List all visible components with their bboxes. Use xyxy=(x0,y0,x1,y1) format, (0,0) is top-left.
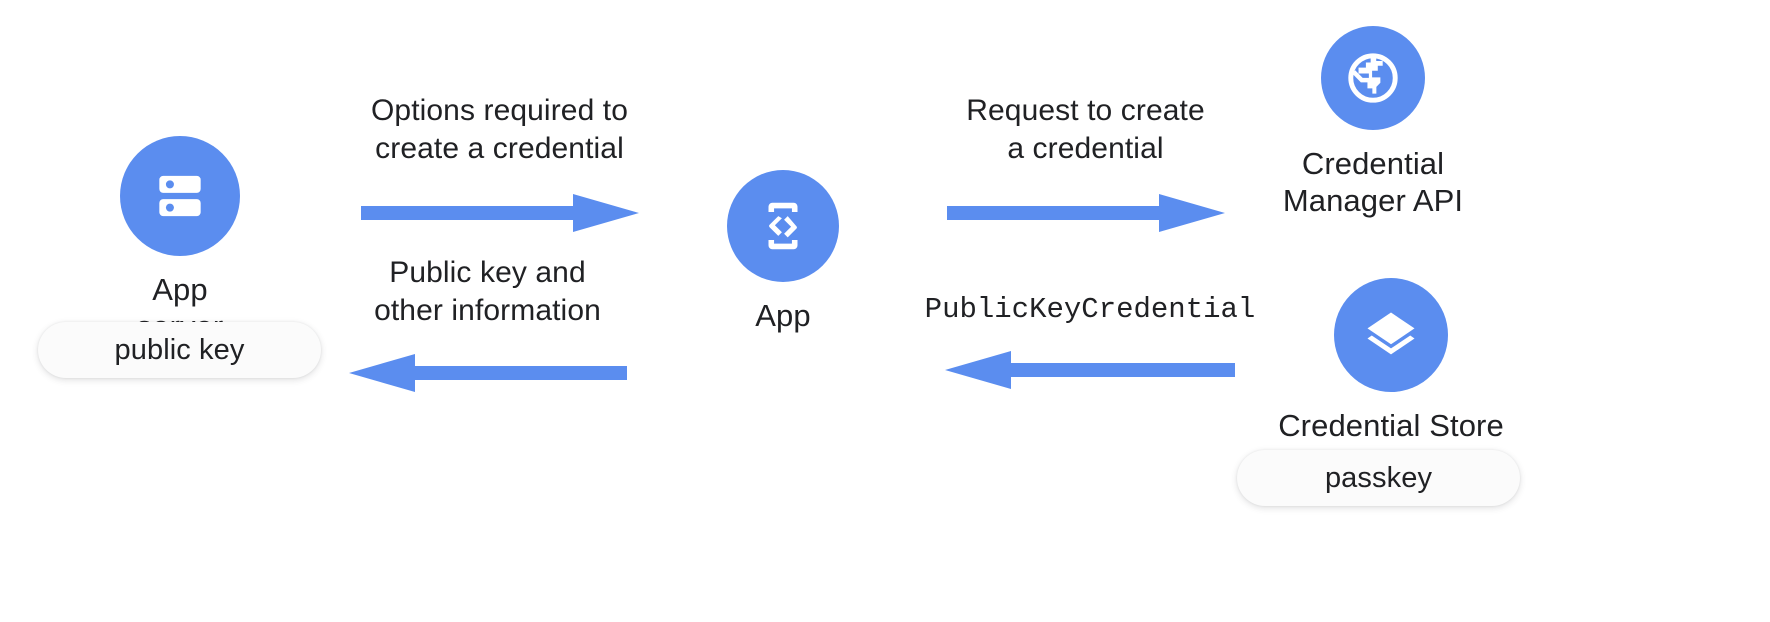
arrow-right-icon xyxy=(360,193,639,232)
arrow-request-to-create: Request to create a credential xyxy=(938,92,1233,236)
app-code-device-icon xyxy=(768,202,798,250)
app-icon-circle xyxy=(727,170,839,282)
globe-icon xyxy=(1348,53,1398,103)
node-label-credential-manager-api: Credential Manager API xyxy=(1282,146,1464,218)
node-label-app: App xyxy=(755,298,811,333)
arrow-left-icon xyxy=(945,350,1235,389)
arrow-right-icon xyxy=(946,193,1225,232)
arrow-public-key-credential: PublicKeyCredential xyxy=(925,292,1255,393)
arrow-public-key-and-other-information: Public key and other information xyxy=(340,254,635,396)
credential-manager-api-icon-circle xyxy=(1321,26,1425,130)
arrow-caption-public-key-and-other-information: Public key and other information xyxy=(374,256,601,327)
pill-passkey-label: passkey xyxy=(1324,461,1433,494)
arrow-caption-request-to-create: Request to create a credential xyxy=(966,94,1205,165)
credential-store-icon-circle xyxy=(1334,278,1448,392)
node-credential-manager-api: Credential Manager API xyxy=(1271,26,1475,219)
diagram-title: Passkey registration flow between App se… xyxy=(0,0,1,1)
arrow-caption-public-key-credential: PublicKeyCredential xyxy=(924,293,1256,326)
pill-public-key-label: public key xyxy=(114,333,245,366)
node-label-credential-store: Credential Store xyxy=(1278,408,1504,443)
server-icon xyxy=(159,175,201,217)
node-credential-store: Credential Store xyxy=(1262,278,1520,445)
node-app: App xyxy=(723,170,843,335)
app-server-icon-circle xyxy=(120,136,240,256)
layers-icon xyxy=(1367,312,1415,355)
arrow-caption-options-required: Options required to create a credential xyxy=(370,94,629,165)
node-app-server: App server xyxy=(112,136,248,345)
pill-passkey: passkey xyxy=(1237,450,1520,506)
arrow-left-icon xyxy=(348,353,627,392)
pill-public-key: public key xyxy=(38,322,321,378)
arrow-options-required: Options required to create a credential xyxy=(352,92,647,236)
